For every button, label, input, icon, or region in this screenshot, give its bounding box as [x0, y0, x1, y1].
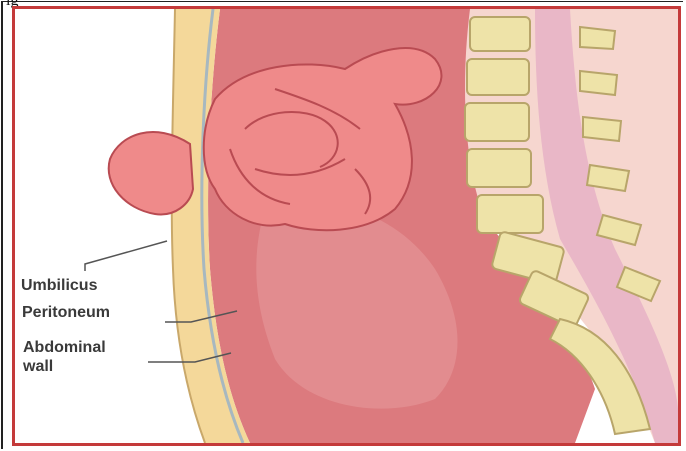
abdominal-wall-label-line1: Abdominal — [23, 339, 106, 357]
abdominal-wall-label-line2: wall — [23, 358, 53, 376]
hernia-illustration — [15, 9, 678, 443]
umbilicus-label: Umbilicus — [21, 277, 97, 295]
herniated-loop — [109, 132, 193, 214]
figure-frame: Umbilicus Peritoneum Abdominal wall — [12, 6, 681, 446]
peritoneum-label: Peritoneum — [22, 304, 110, 322]
umbilicus-leader — [85, 241, 167, 271]
